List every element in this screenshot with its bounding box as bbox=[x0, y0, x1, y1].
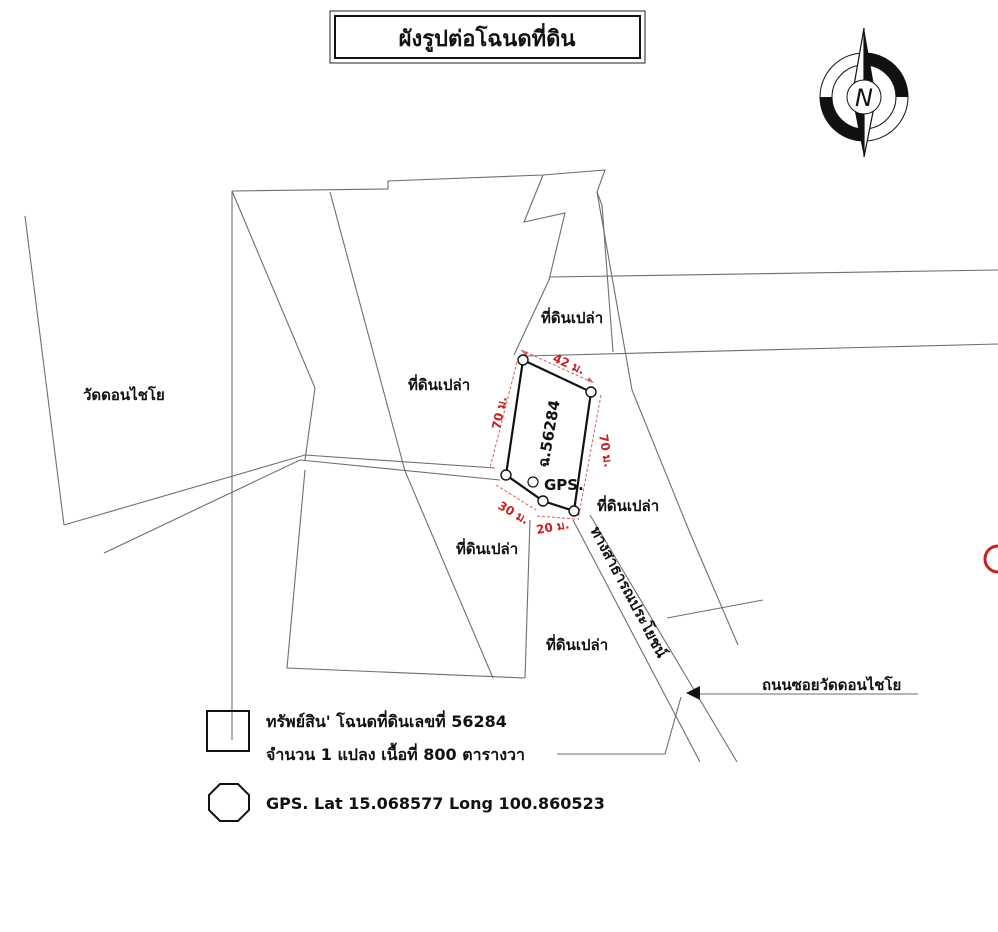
vacant-land-label-southeast: ที่ดินเปล่า bbox=[546, 634, 608, 654]
title-box: ผังรูปต่อโฉนดที่ดิน bbox=[329, 10, 646, 64]
legend: ทรัพย์สิน' โฉนดที่ดินเลขที่ 56284 จำนวน … bbox=[206, 710, 605, 822]
edge-marker-icon bbox=[983, 544, 998, 574]
vacant-land-label-east: ที่ดินเปล่า bbox=[597, 495, 659, 515]
north-arrow-icon: N bbox=[819, 27, 909, 158]
gps-point-icon bbox=[527, 476, 539, 488]
dimension-right: 70 ม. bbox=[596, 433, 616, 468]
octagon-legend-icon bbox=[208, 783, 250, 822]
parcel-lines bbox=[24, 169, 998, 763]
map-title: ผังรูปต่อโฉนดที่ดิน bbox=[399, 22, 576, 53]
deed-number-label: ฉ.56284 bbox=[534, 398, 564, 468]
gps-marker-label: GPS. bbox=[544, 476, 584, 494]
dimension-left: 70 ม. bbox=[489, 395, 510, 431]
road-label: ถนนซอยวัดดอนไชโย bbox=[762, 675, 901, 694]
dimension-bottom-left: 30 ม. bbox=[496, 498, 532, 527]
map-labels: วัดดอนไชโย ที่ดินเปล่า ที่ดินเปล่า ที่ดิ… bbox=[83, 307, 901, 694]
dimension-lines bbox=[489, 349, 602, 521]
subject-parcel bbox=[500, 354, 597, 517]
temple-label: วัดดอนไชโย bbox=[83, 385, 165, 404]
square-legend-icon bbox=[206, 710, 250, 752]
vacant-land-label-north: ที่ดินเปล่า bbox=[541, 307, 603, 327]
legend-gps: GPS. Lat 15.068577 Long 100.860523 bbox=[266, 794, 605, 813]
dimension-bottom-right: 20 ม. bbox=[535, 517, 570, 537]
legend-property-line1: ทรัพย์สิน' โฉนดที่ดินเลขที่ 56284 bbox=[266, 710, 507, 731]
legend-property-line2: จำนวน 1 แปลง เนื้อที่ 800 ตารางวา bbox=[266, 742, 525, 764]
north-label: N bbox=[855, 84, 873, 112]
arrow-left-icon bbox=[686, 686, 700, 700]
vacant-land-label-south: ที่ดินเปล่า bbox=[456, 538, 518, 558]
vacant-land-label-west: ที่ดินเปล่า bbox=[408, 374, 470, 394]
